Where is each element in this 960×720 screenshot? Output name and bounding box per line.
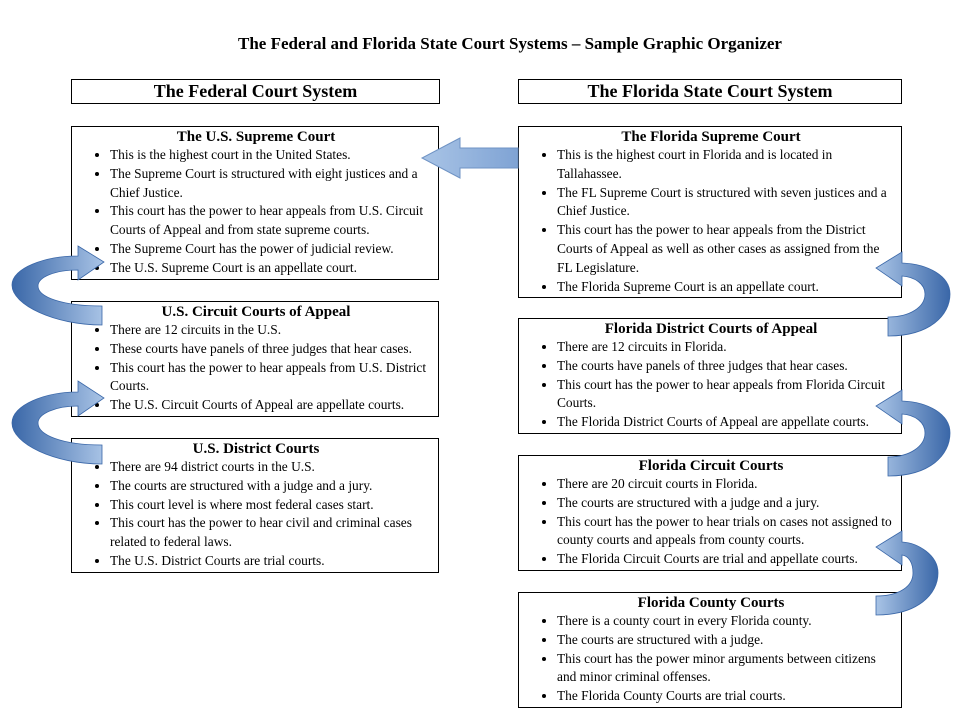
florida-circuit-courts-box: Florida Circuit Courts There are 20 circ… [518,455,902,571]
list-item: There are 12 circuits in the U.S. [110,321,432,340]
florida-county-courts-box: Florida County Courts There is a county … [518,592,902,708]
florida-district-courts-box: Florida District Courts of Appeal There … [518,318,902,434]
list-item: There are 94 district courts in the U.S. [110,458,432,477]
list-item: This court has the power to hear trials … [557,513,895,551]
list-item: The courts are structured with a judge a… [110,477,432,496]
list-item: The Supreme Court has the power of judic… [110,240,432,259]
federal-district-courts-box: U.S. District Courts There are 94 distri… [71,438,439,573]
list-item: This court has the power minor arguments… [557,650,895,688]
list-item: There are 20 circuit courts in Florida. [557,475,895,494]
list-item: The Florida District Courts of Appeal ar… [557,413,895,432]
list-item: This court has the power to hear appeals… [110,359,432,397]
list-item: This court has the power to hear appeals… [557,221,895,277]
list-item: The Florida Supreme Court is an appellat… [557,278,895,297]
list-item: The Supreme Court is structured with eig… [110,165,432,203]
box-title: Florida Circuit Courts [638,458,784,474]
list-item: The courts have panels of three judges t… [557,357,895,376]
list-item: The U.S. District Courts are trial court… [110,552,432,571]
list-item: This is the highest court in the United … [110,146,432,165]
box-title: The Florida Supreme Court [621,129,801,145]
list-item: The U.S. Supreme Court is an appellate c… [110,259,432,278]
list-item: The courts are structured with a judge. [557,631,895,650]
box-title: Florida County Courts [637,595,785,611]
list-item: The courts are structured with a judge a… [557,494,895,513]
federal-header: The Federal Court System [71,79,440,104]
list-item: The U.S. Circuit Courts of Appeal are ap… [110,396,432,415]
list-item: There is a county court in every Florida… [557,612,895,631]
list-item: This court has the power to hear appeals… [110,202,432,240]
list-item: The Florida Circuit Courts are trial and… [557,550,895,569]
box-title: The U.S. Supreme Court [176,129,336,145]
list-item: The FL Supreme Court is structured with … [557,184,895,222]
page-title: The Federal and Florida State Court Syst… [238,34,782,53]
box-title: U.S. District Courts [192,441,320,457]
list-item: There are 12 circuits in Florida. [557,338,895,357]
federal-circuit-courts-box: U.S. Circuit Courts of Appeal There are … [71,301,439,417]
florida-supreme-court-box: The Florida Supreme Court This is the hi… [518,126,902,298]
list-item: The Florida County Courts are trial cour… [557,687,895,706]
list-item: This court has the power to hear appeals… [557,376,895,414]
box-title: Florida District Courts of Appeal [604,321,818,337]
list-item: This court level is where most federal c… [110,496,432,515]
list-item: These courts have panels of three judges… [110,340,432,359]
federal-supreme-court-box: The U.S. Supreme Court This is the highe… [71,126,439,280]
box-title: U.S. Circuit Courts of Appeal [161,304,351,320]
list-item: This court has the power to hear civil a… [110,514,432,552]
list-item: This is the highest court in Florida and… [557,146,895,184]
florida-header: The Florida State Court System [518,79,902,104]
